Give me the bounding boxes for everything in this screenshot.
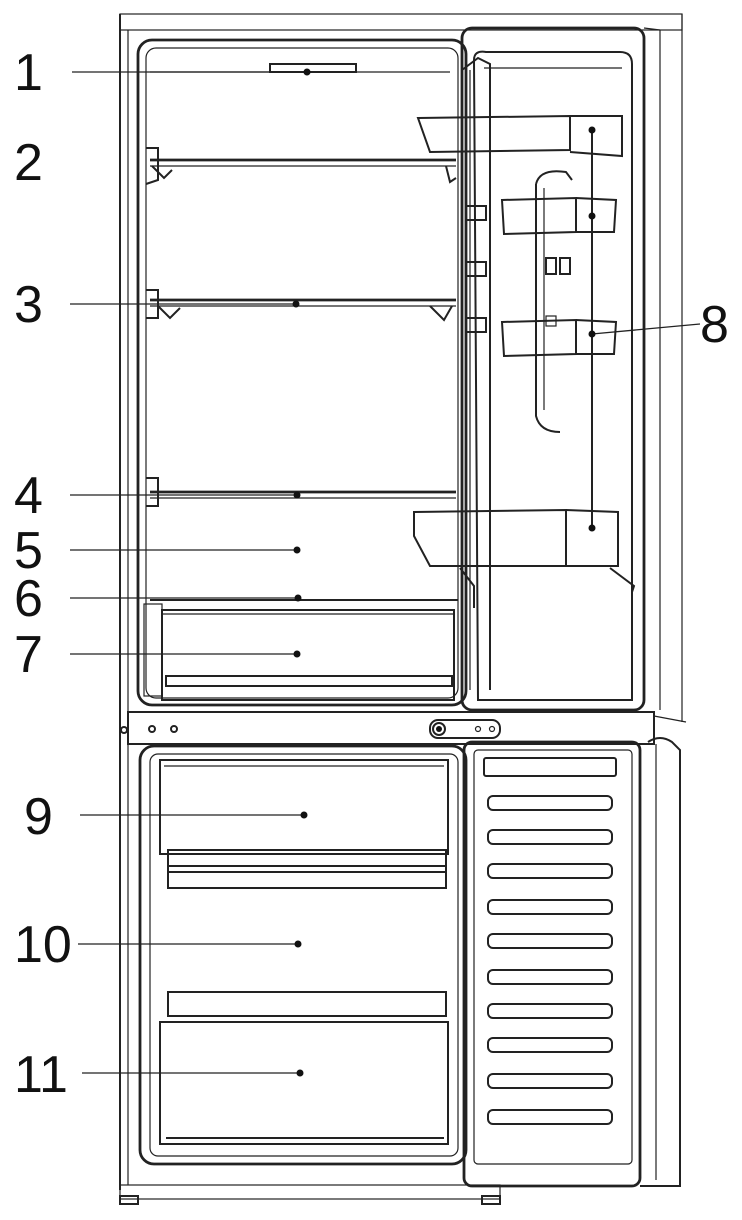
dot-7	[293, 650, 301, 658]
dot-8d	[588, 524, 596, 532]
callout-2: 2	[14, 134, 43, 192]
leader-dots	[292, 68, 596, 1077]
callout-7: 7	[14, 626, 43, 684]
callout-9: 9	[24, 788, 53, 846]
cabinet-body	[119, 13, 683, 1205]
freezer-door	[462, 737, 681, 1188]
leader-8	[591, 323, 701, 335]
glass-shelf-lower	[150, 490, 456, 499]
dot-5	[293, 546, 301, 554]
callout-5: 5	[14, 522, 43, 580]
dot-6	[294, 594, 302, 602]
divider-strip	[120, 711, 687, 745]
dot-8c	[588, 330, 596, 338]
callout-6: 6	[14, 570, 43, 628]
freezer-compartment	[138, 744, 468, 1166]
dot-3	[292, 300, 300, 308]
vegetable-drawer	[161, 609, 455, 701]
freezer-drawer-front-2	[167, 991, 447, 1023]
callout-labels: 1 2 3 4 5 6 7 8 9 10 11	[14, 44, 729, 1104]
dot-11	[296, 1069, 304, 1077]
freezer-drawer-front-1	[167, 849, 447, 889]
callout-4: 4	[14, 467, 43, 525]
dot-1	[303, 68, 311, 76]
callout-1: 1	[14, 44, 43, 102]
callout-8: 8	[700, 296, 729, 354]
callout-10: 10	[14, 916, 72, 974]
dot-4	[293, 491, 301, 499]
dot-8a	[588, 126, 596, 134]
freezer-drawer-bottom	[159, 1021, 449, 1145]
fridge-compartment	[136, 38, 468, 707]
fridge-door	[413, 14, 683, 722]
glass-shelf-upper	[150, 158, 457, 184]
freezer-door-ridges	[483, 757, 617, 1125]
dot-8b	[588, 212, 596, 220]
dot-10	[294, 940, 302, 948]
callout-11: 11	[14, 1046, 68, 1104]
freezer-drawer-top	[159, 759, 449, 855]
glass-shelf-middle	[150, 298, 456, 322]
light-cover	[269, 63, 357, 73]
dot-9	[300, 811, 308, 819]
callout-3: 3	[14, 276, 43, 334]
leader-lines	[70, 71, 701, 1074]
